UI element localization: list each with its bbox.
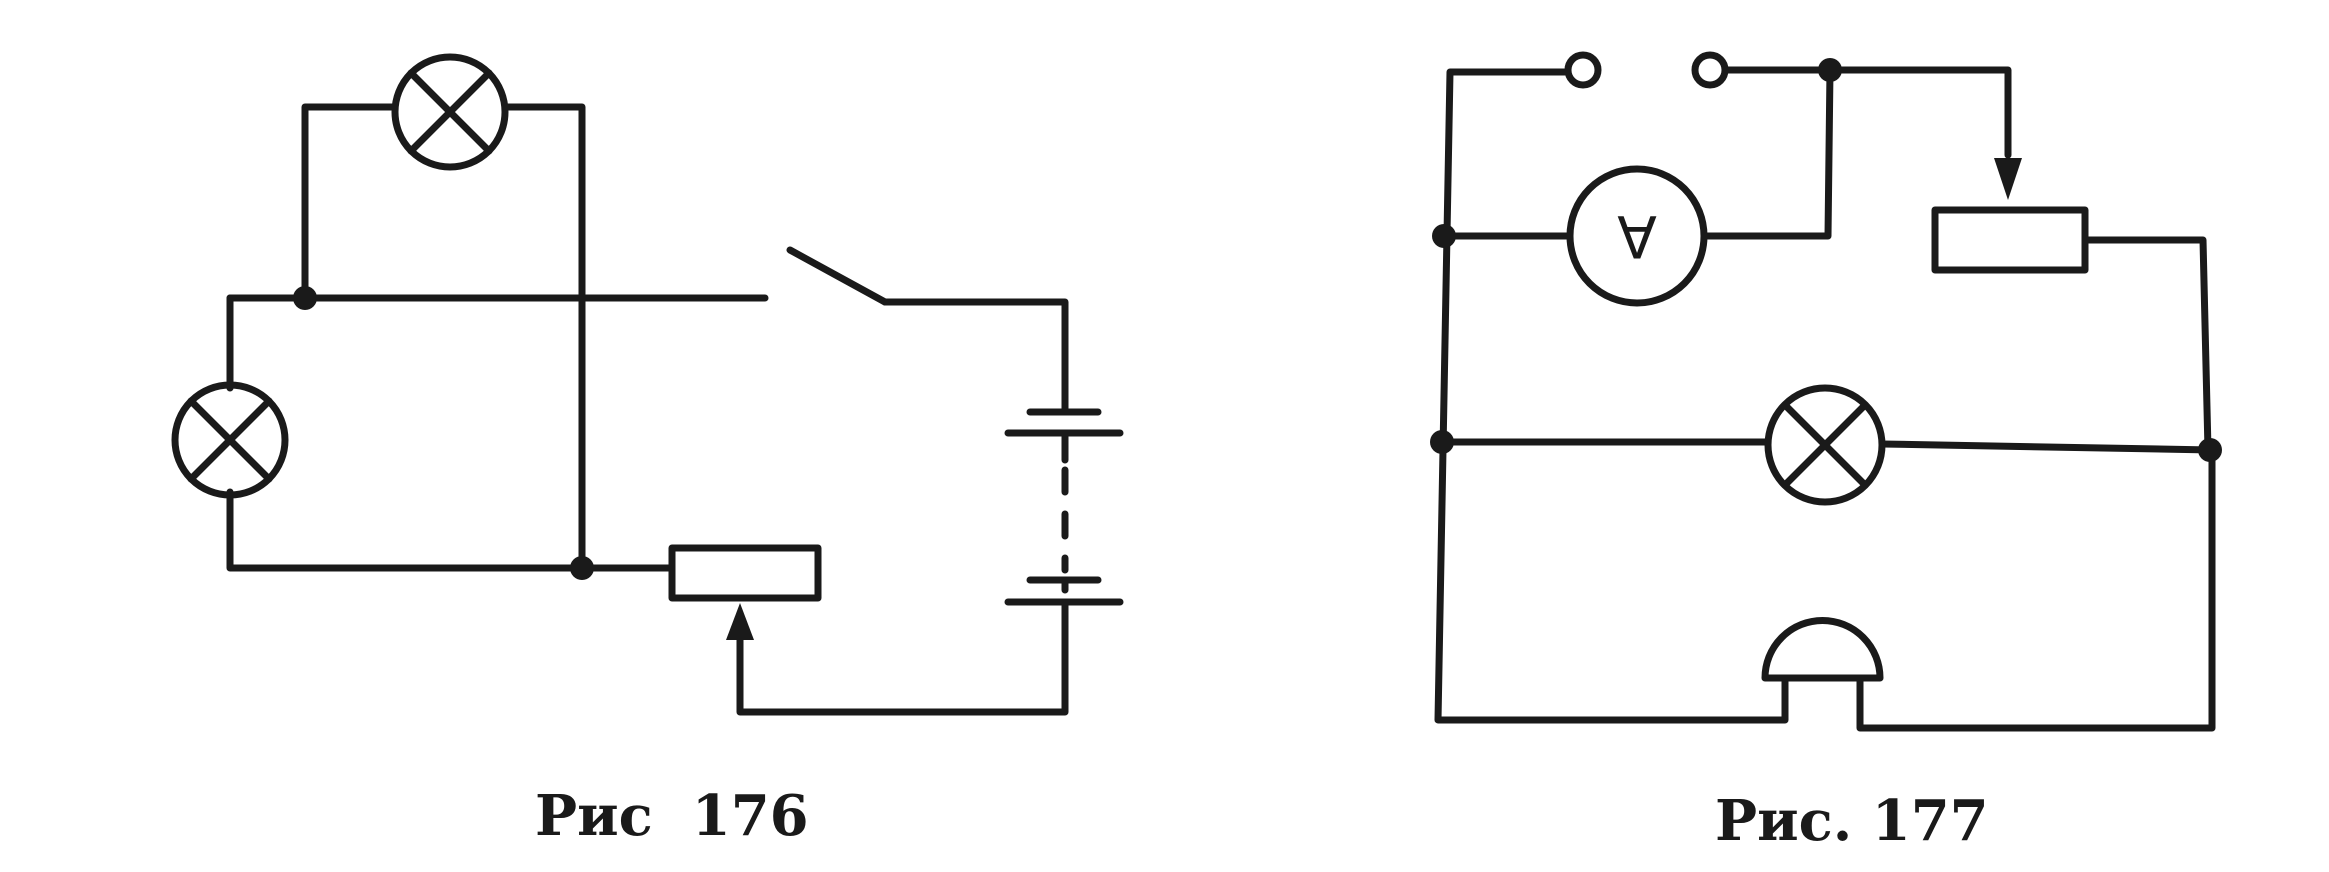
- fig176-rheostat-slider-arrow: [726, 603, 754, 640]
- fig176-switch-to-battery-wire: [881, 298, 1069, 416]
- fig176-junction-bottom: [570, 556, 594, 580]
- fig177-top-wire: [1721, 66, 2012, 159]
- fig177-left-bus: [1434, 68, 1789, 724]
- fig177-junction-left-upper: [1432, 224, 1456, 248]
- fig176-top-lamp-wire: [301, 103, 399, 302]
- fig177-left-terminal: [1564, 51, 1602, 89]
- fig176-top-lamp-right-wire: [501, 103, 586, 572]
- fig177-right-bus-lower: [1856, 446, 2216, 732]
- fig177-rheostat: [1931, 206, 2089, 274]
- fig177-junction-right: [2198, 438, 2222, 462]
- fig177-ammeter: A: [1566, 165, 1708, 307]
- fig176-rheostat: [668, 544, 822, 602]
- figure-177: A Рис. 177: [1430, 51, 2222, 854]
- fig176-junction-top: [293, 286, 317, 310]
- fig177-caption: Рис. 177: [1715, 788, 1989, 854]
- fig177-bell: [1761, 617, 1884, 682]
- figure-176: Рис 176: [171, 53, 1124, 849]
- fig177-junction-top: [1818, 58, 1842, 82]
- fig176-top-lamp: [391, 53, 509, 171]
- fig176-battery-to-bottom-wire: [736, 598, 1069, 716]
- fig177-rheostat-right-wire: [2081, 236, 2212, 454]
- fig177-junction-left-lower: [1430, 430, 1454, 454]
- fig176-switch-blade: [786, 246, 889, 306]
- fig176-left-lamp: [171, 381, 289, 499]
- fig177-lamp-row-right: [1878, 440, 2216, 454]
- fig177-ammeter-letter: A: [1617, 202, 1657, 270]
- fig177-rheostat-slider-arrow: [1994, 158, 2022, 200]
- fig176-left-lamp-lower-wire: [226, 488, 674, 572]
- fig177-right-terminal: [1691, 51, 1729, 89]
- fig176-battery: [1004, 408, 1124, 606]
- fig177-lamp: [1764, 384, 1886, 506]
- fig177-ammeter-right-wire: [1703, 66, 1834, 240]
- fig176-caption: Рис 176: [535, 783, 809, 849]
